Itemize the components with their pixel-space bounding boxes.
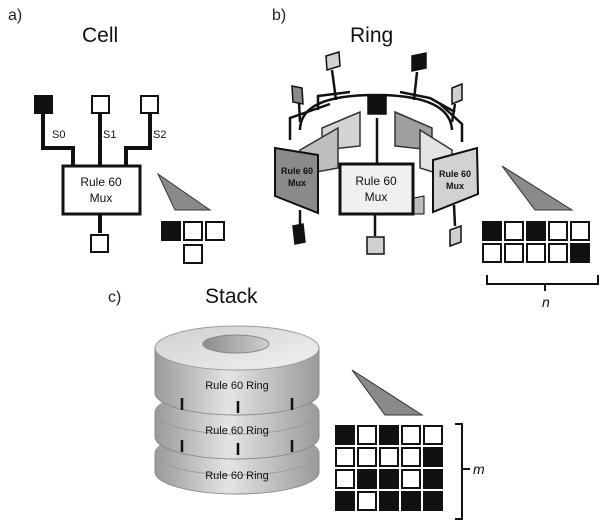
ring-grid-cell bbox=[504, 221, 524, 241]
stack-disk-top bbox=[154, 325, 320, 416]
stack-grid-cell bbox=[401, 447, 421, 467]
ring-rule-triangle bbox=[501, 165, 574, 211]
stack-grid-cell bbox=[401, 469, 421, 489]
stack-ring-label-1: Rule 60 Ring bbox=[205, 380, 269, 392]
cell-output bbox=[90, 234, 109, 253]
cell-input-center bbox=[91, 95, 110, 114]
cell-grid-cell bbox=[205, 221, 225, 241]
cell-rule-triangle bbox=[156, 172, 212, 211]
stack-grid-cell bbox=[335, 447, 355, 467]
m-bracket bbox=[455, 423, 463, 520]
panel-c-letter: c) bbox=[108, 289, 121, 306]
stack-grid-cell bbox=[335, 469, 355, 489]
panel-b-title: Ring bbox=[350, 24, 393, 47]
stack-ring-label-2: Rule 60 Ring bbox=[205, 425, 269, 437]
ring-left-mux-line1: Rule 60 bbox=[281, 166, 313, 176]
stack-grid-cell bbox=[379, 491, 399, 511]
ring-small-panel bbox=[413, 195, 425, 215]
stack-connectors bbox=[180, 398, 294, 455]
ring-output-cell bbox=[449, 224, 462, 248]
ring-grid-cell bbox=[570, 243, 590, 263]
stack-grid-cell bbox=[401, 425, 421, 445]
stack-grid-cell bbox=[379, 469, 399, 489]
ring-grid-cell bbox=[548, 221, 568, 241]
ring-grid-cell bbox=[526, 221, 546, 241]
panel-a-title: Cell bbox=[82, 24, 118, 47]
ring-right-mux-line1: Rule 60 bbox=[439, 169, 471, 179]
ring-right-mux bbox=[432, 146, 480, 214]
ring-output-cell bbox=[366, 236, 385, 255]
ring-center-mux bbox=[338, 162, 415, 216]
ring-top-cell bbox=[291, 85, 304, 105]
stack-ring-label-3: Rule 60 Ring bbox=[205, 470, 269, 482]
cell-mux-label-line1: Rule 60 bbox=[80, 175, 122, 189]
stack-grid-cell bbox=[357, 447, 377, 467]
stack-grid-cell bbox=[335, 425, 355, 445]
panel-b-letter: b) bbox=[272, 7, 286, 24]
n-bracket bbox=[486, 275, 599, 285]
stack-grid-cell bbox=[379, 425, 399, 445]
stack-grid-cell bbox=[423, 469, 443, 489]
panel-a: a) Cell S0 S1 S2 Rule 60 Mux bbox=[8, 7, 225, 264]
ring-grid-cell bbox=[570, 221, 590, 241]
stack-grid-cell bbox=[423, 425, 443, 445]
cell-grid-cell bbox=[161, 221, 181, 241]
panel-b: b) Ring Rule 60 bbox=[272, 7, 599, 310]
ring-center-mux-line2: Mux bbox=[365, 190, 388, 204]
ring-left-mux bbox=[274, 146, 319, 215]
selector-s1: S1 bbox=[103, 129, 116, 141]
ring-top-cell bbox=[325, 51, 341, 71]
ring-top-cell bbox=[367, 95, 387, 115]
cell-mux-label-line2: Mux bbox=[90, 191, 113, 205]
stack-grid-cell bbox=[357, 491, 377, 511]
selector-s2: S2 bbox=[153, 129, 166, 141]
ring-top-cell bbox=[451, 82, 463, 106]
ring-state-grid bbox=[482, 221, 590, 263]
ring-output-cell bbox=[292, 223, 306, 245]
m-label: m bbox=[473, 461, 485, 477]
cell-mux-box bbox=[61, 164, 142, 216]
stack-grid-cell bbox=[335, 491, 355, 511]
stack-hole bbox=[202, 334, 270, 354]
stack-rule-triangle bbox=[351, 369, 424, 416]
selector-s0: S0 bbox=[52, 129, 65, 141]
cell-wires bbox=[41, 113, 152, 233]
cell-grid-cell bbox=[183, 244, 203, 264]
stack-state-grid bbox=[335, 425, 443, 511]
ring-center-mux-line1: Rule 60 bbox=[355, 174, 397, 188]
stack-grid-cell bbox=[423, 491, 443, 511]
n-label: n bbox=[542, 294, 550, 310]
ring-wiring bbox=[288, 69, 464, 236]
panel-c-title: Stack bbox=[205, 285, 258, 308]
cell-input-left bbox=[34, 95, 53, 114]
stack-grid-cell bbox=[379, 447, 399, 467]
panel-a-letter: a) bbox=[8, 7, 22, 24]
panel-c: c) Stack Rule 60 Ring Rule 60 Ring bbox=[108, 285, 485, 520]
stack-grid-cell bbox=[401, 491, 421, 511]
cell-input-right bbox=[140, 95, 159, 114]
ring-grid-cell bbox=[482, 221, 502, 241]
stack-grid-cell bbox=[357, 425, 377, 445]
stack-grid-cell bbox=[357, 469, 377, 489]
ring-grid-cell bbox=[548, 243, 568, 263]
ring-top-cell bbox=[411, 52, 427, 72]
stack-grid-cell bbox=[423, 447, 443, 467]
ring-grid-cell bbox=[482, 243, 502, 263]
cell-grid-cell bbox=[183, 221, 203, 241]
ring-right-mux-line2: Mux bbox=[446, 181, 464, 191]
ring-grid-cell bbox=[504, 243, 524, 263]
ring-grid-cell bbox=[526, 243, 546, 263]
ring-left-mux-line2: Mux bbox=[288, 178, 306, 188]
